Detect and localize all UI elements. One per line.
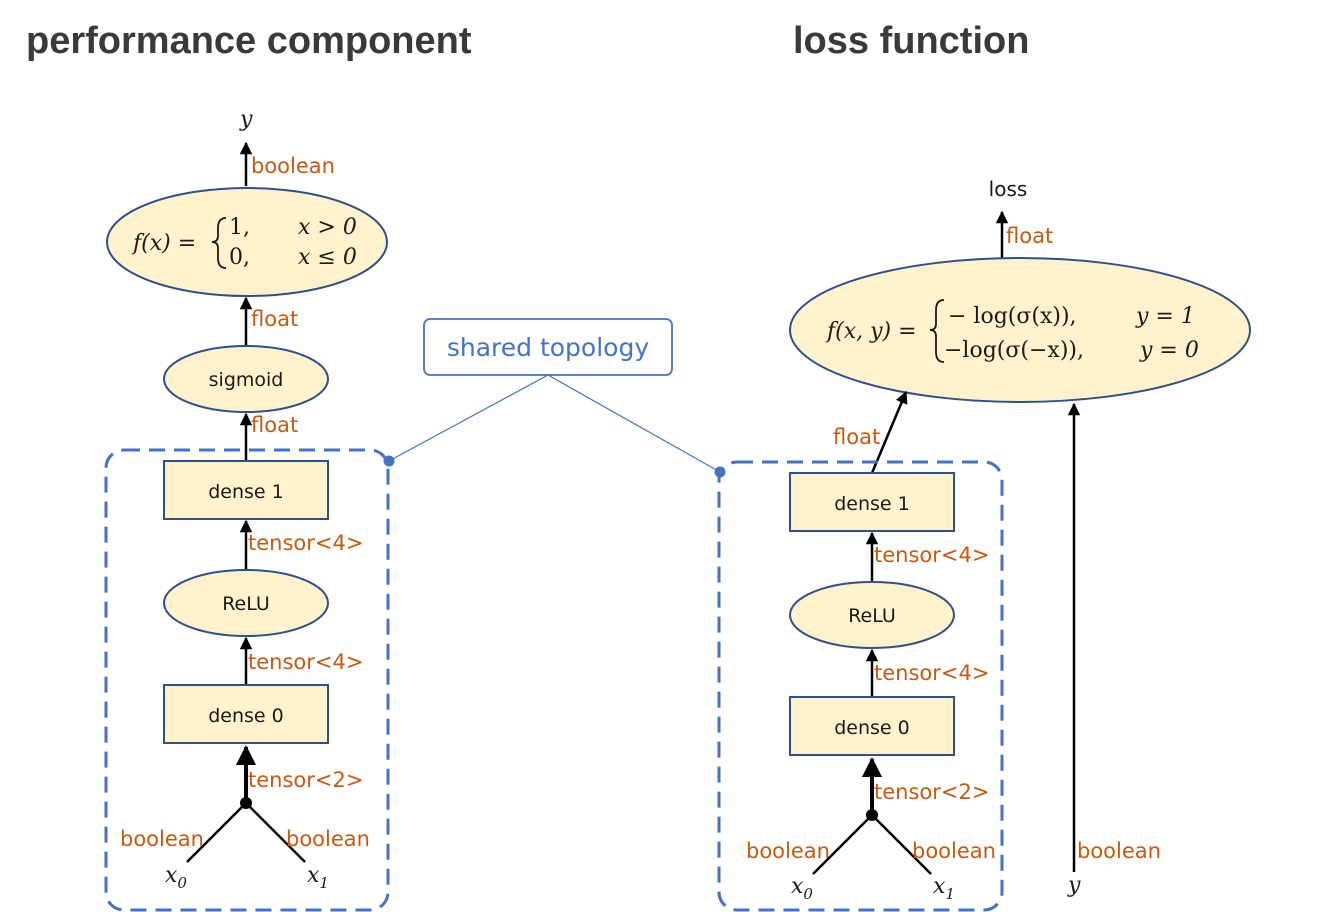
right-edge-dense1-loss — [870, 390, 908, 474]
right-edge-label-tensor4-1: tensor<4> — [874, 543, 989, 567]
right-input-x1: x1 — [933, 874, 955, 903]
left-edge-label-boolean-x1: boolean — [286, 827, 370, 851]
left-shared-group — [104, 448, 390, 912]
right-input-y: y — [1067, 873, 1081, 898]
left-output-y: y — [239, 107, 253, 132]
left-edge-label-tensor4-1: tensor<4> — [248, 531, 363, 555]
left-edge-label-tensor2: tensor<2> — [248, 768, 363, 792]
left-graph: y boolean f(x) = 1, x > 0 0, x ≤ 0 float… — [104, 107, 390, 912]
callout-line-left — [388, 374, 549, 462]
left-edge-label-boolean-out: boolean — [251, 154, 335, 178]
left-input-x0: x0 — [165, 863, 187, 892]
right-brace — [929, 299, 945, 363]
right-edge-label-boolean-x0: boolean — [746, 839, 830, 863]
left-case1-cond: x > 0 — [298, 215, 357, 240]
right-case1-val: − log(σ(x)), — [948, 304, 1077, 329]
right-case2-cond: y = 0 — [1139, 338, 1199, 363]
callout-line-right — [547, 374, 721, 473]
left-dense1-node — [163, 460, 329, 520]
right-edge-label-boolean-x1: boolean — [912, 839, 996, 863]
left-dense0-label: dense 0 — [208, 705, 284, 727]
right-dense1-label: dense 1 — [834, 493, 910, 515]
left-sigmoid-label: sigmoid — [209, 369, 284, 391]
right-loss-lhs: f(x, y) = — [825, 319, 917, 344]
right-edge-label-tensor2: tensor<2> — [874, 780, 989, 804]
left-step-lhs: f(x) = — [131, 231, 196, 256]
right-loss-function-node — [789, 257, 1251, 403]
title-loss-function: loss function — [793, 20, 1029, 62]
right-case2-val: −log(σ(−x)), — [944, 338, 1084, 363]
shared-topology-callout: shared topology — [383, 318, 726, 478]
left-edge-label-boolean-x0: boolean — [120, 827, 204, 851]
title-performance-component: performance component — [26, 20, 472, 62]
left-case2-cond: x ≤ 0 — [298, 245, 357, 270]
right-edge-label-float-out: float — [1006, 224, 1053, 248]
left-input-x1: x1 — [307, 863, 329, 892]
left-dense1-label: dense 1 — [208, 481, 284, 503]
right-edge-x0 — [812, 814, 873, 875]
right-relu-label: ReLU — [848, 605, 896, 627]
right-edge-x1 — [871, 814, 932, 875]
right-dense1-node — [789, 472, 955, 532]
left-case2-val: 0, — [229, 245, 250, 270]
left-brace — [211, 217, 227, 269]
left-edge-label-float-1: float — [251, 307, 298, 331]
callout-box — [423, 318, 673, 376]
left-step-function-node — [106, 187, 388, 297]
left-edge-x0 — [186, 802, 247, 863]
right-graph: loss float f(x, y) = − log(σ(x)), y = 1 … — [717, 177, 1251, 912]
left-edge-label-tensor4-2: tensor<4> — [248, 650, 363, 674]
right-edge-label-boolean-y: boolean — [1077, 839, 1161, 863]
left-edge-x1 — [245, 802, 306, 863]
callout-label: shared topology — [447, 333, 649, 362]
left-relu-node — [163, 569, 329, 637]
right-output-loss: loss — [989, 177, 1028, 201]
right-dense0-node — [789, 696, 955, 756]
right-edge-label-float: float — [833, 425, 880, 449]
right-dense0-label: dense 0 — [834, 717, 910, 739]
right-edge-label-tensor4-2: tensor<4> — [874, 661, 989, 685]
callout-anchor-left — [383, 455, 395, 467]
right-input-x0: x0 — [791, 874, 813, 903]
right-shared-group — [717, 460, 1004, 912]
right-case1-cond: y = 1 — [1135, 304, 1195, 329]
left-relu-label: ReLU — [222, 593, 270, 615]
left-dense0-node — [163, 684, 329, 744]
left-edge-label-float-2: float — [251, 413, 298, 437]
right-relu-node — [789, 581, 955, 649]
left-sigmoid-node — [163, 345, 329, 413]
left-case1-val: 1, — [229, 215, 250, 240]
